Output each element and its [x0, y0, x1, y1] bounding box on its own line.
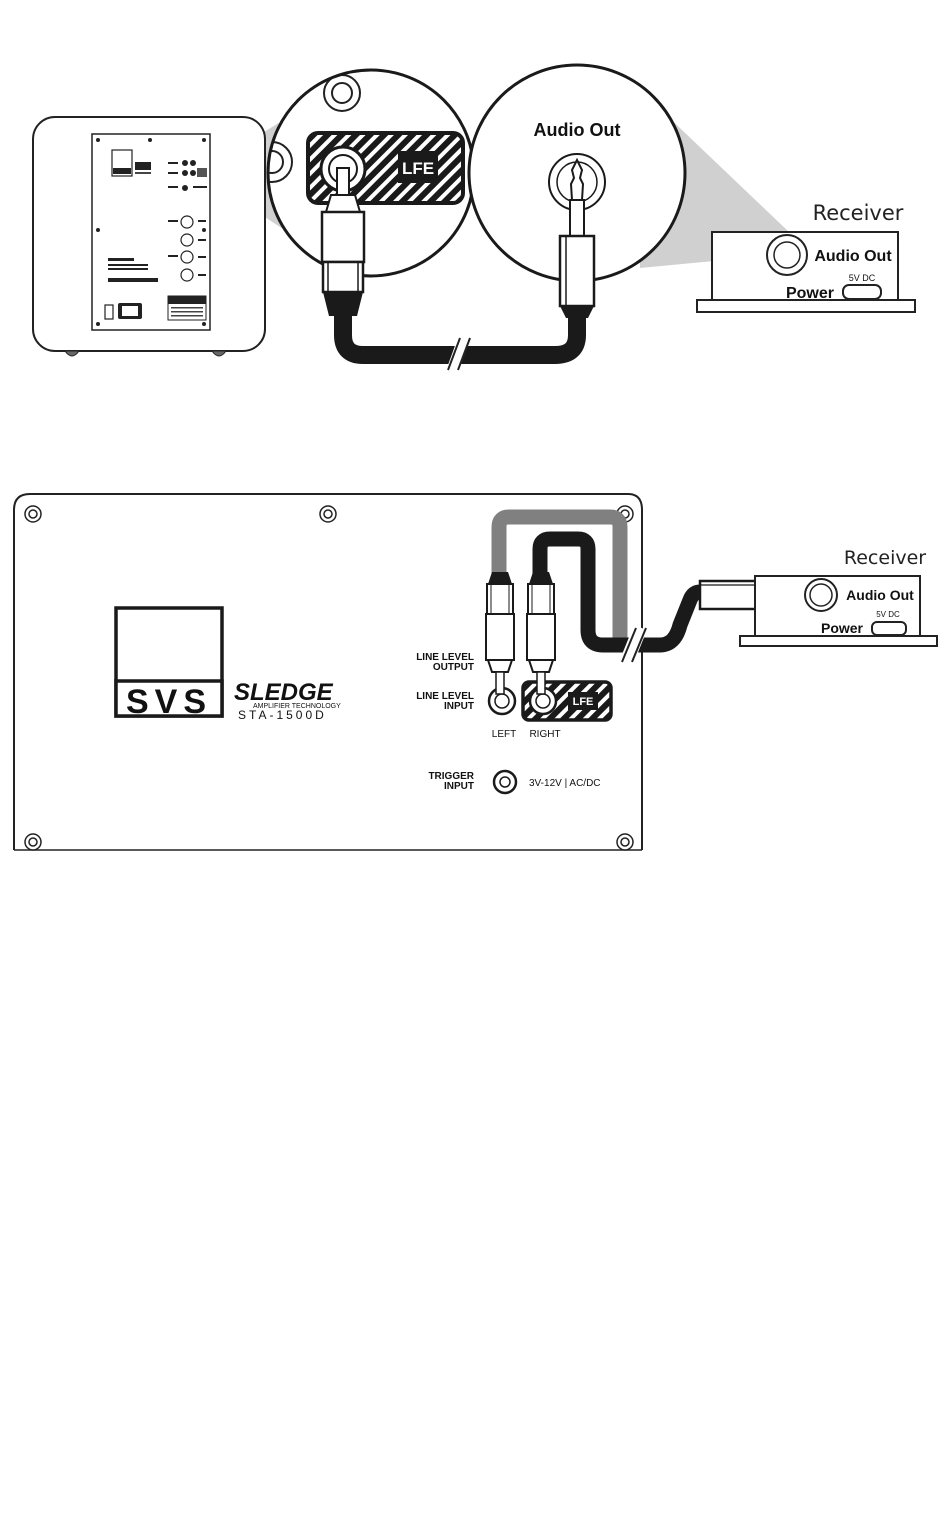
receiver-dc-2: 5V DC	[876, 610, 900, 619]
receiver-title-2: Receiver	[844, 547, 926, 569]
diagram-2: SVS SLEDGE AMPLIFIER TECHNOLOGY STA-1500…	[14, 494, 937, 850]
line-level-input-2: INPUT	[444, 701, 474, 712]
svs-brand-text: SVS	[126, 683, 212, 721]
trigger-label-2: INPUT	[444, 781, 474, 792]
sledge-brand-text: SLEDGE	[234, 679, 334, 706]
subwoofer-rear	[33, 117, 265, 356]
lfe-label-zoom: LFE	[402, 159, 434, 178]
receiver-dc-1: 5V DC	[849, 273, 876, 283]
receiver-power-2: Power	[821, 620, 864, 636]
receiver-power-1: Power	[786, 285, 834, 302]
receiver-audio-out-2: Audio Out	[846, 587, 914, 603]
receiver-audio-out-1: Audio Out	[814, 248, 892, 265]
sledge-logo: SLEDGE AMPLIFIER TECHNOLOGY STA-1500D	[234, 679, 341, 722]
svs-logo: SVS	[116, 608, 222, 721]
sledge-model-text: STA-1500D	[238, 708, 327, 722]
receiver-title-1: Receiver	[813, 201, 904, 225]
trigger-spec: 3V-12V | AC/DC	[529, 778, 601, 789]
trigger-jack	[494, 771, 516, 793]
audio-out-zoom-title: Audio Out	[534, 120, 621, 140]
diagram-1: LFE Audio Out	[33, 65, 915, 373]
line-level-output-2: OUTPUT	[433, 662, 474, 673]
left-label: LEFT	[492, 729, 516, 740]
lfe-label-2: LFE	[573, 696, 594, 708]
right-label: RIGHT	[529, 729, 560, 740]
